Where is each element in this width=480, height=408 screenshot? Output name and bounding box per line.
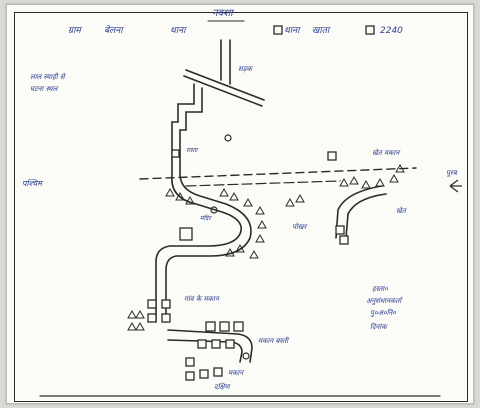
tree-marker	[185, 195, 195, 205]
tree-marker	[135, 321, 145, 331]
house-marker	[205, 321, 216, 332]
house-marker	[225, 339, 235, 349]
house-marker	[213, 367, 223, 377]
road-top-label: सड़क	[238, 65, 252, 73]
right-branch-inner	[345, 193, 387, 239]
east-mark-icon	[449, 179, 462, 193]
field-right-label: खेत	[396, 207, 406, 215]
house-marker	[185, 357, 195, 367]
pond-label: पोखर	[292, 223, 307, 231]
house-marker	[161, 299, 171, 309]
house-marker	[197, 339, 207, 349]
tree-marker	[229, 191, 239, 201]
right-field-value: खाता	[312, 26, 330, 36]
tree-marker	[375, 177, 385, 187]
temple-label: मंदिर	[200, 215, 211, 222]
legend-line-1: हस्ता०	[372, 285, 388, 293]
village-value: बेलना	[104, 26, 123, 36]
legend-line-3: पु०अ०नि०	[370, 309, 396, 317]
tree-marker	[389, 173, 399, 183]
house-marker	[233, 321, 244, 332]
map-frame	[14, 12, 468, 402]
map-sheet	[6, 4, 474, 404]
far-right-field-value: 2240	[380, 26, 403, 36]
house-marker	[365, 25, 375, 35]
house-marker	[161, 313, 171, 323]
house-marker	[339, 235, 349, 245]
tree-marker	[165, 187, 175, 197]
tree-marker	[285, 197, 295, 207]
tree-marker	[295, 193, 305, 203]
house-marker	[171, 149, 180, 158]
house-marker	[219, 321, 230, 332]
legend-line-4: दिनांक	[370, 323, 387, 331]
tree-marker	[219, 187, 229, 197]
main-road-outer	[155, 83, 242, 323]
tree-marker	[175, 191, 185, 201]
house-marker	[147, 299, 157, 309]
house-marker	[199, 369, 209, 379]
house-marker	[335, 225, 345, 235]
tree-marker	[243, 197, 253, 207]
legend-line-2: अनुसंधानकर्ता	[366, 297, 402, 305]
tree-marker	[395, 163, 405, 173]
tree-marker	[135, 309, 145, 319]
village-label: ग्राम	[68, 26, 81, 36]
right-branch-outer	[335, 185, 383, 239]
tree-marker	[257, 219, 267, 229]
road-mid-label: रास्ता	[186, 147, 198, 154]
house-marker	[211, 339, 221, 349]
tree-marker	[255, 205, 265, 215]
map-title: नक्शा	[212, 8, 233, 19]
tree-marker	[249, 249, 259, 259]
right-field-label: थाना	[284, 26, 300, 36]
tree-marker	[225, 247, 235, 257]
house-group-right-label: खेत मकान	[372, 149, 400, 157]
top-road-a	[185, 69, 265, 101]
south-label: दक्षिण	[214, 383, 230, 391]
village-center-label: गांव के मकान	[184, 295, 219, 303]
note-top-left-2: घटना स्थल	[30, 85, 58, 93]
house-marker	[327, 151, 337, 161]
tree-marker	[255, 233, 265, 243]
house-marker	[147, 313, 157, 323]
tree-marker	[361, 179, 371, 189]
tree-marker	[127, 321, 137, 331]
east-west-road-b	[185, 180, 341, 187]
bottom-house-label: मकान	[228, 369, 244, 377]
tree-marker	[349, 175, 359, 185]
west-label: पश्चिम	[22, 179, 42, 188]
well-marker	[242, 352, 250, 360]
lower-loop	[167, 329, 253, 363]
lower-houses-label: मकान बस्ती	[258, 337, 289, 345]
tree-marker	[127, 309, 137, 319]
well-marker	[224, 134, 232, 142]
main-road-inner	[165, 87, 252, 323]
note-top-left-1: लाल स्याही से	[30, 73, 65, 81]
east-label: पूरब	[446, 169, 457, 177]
east-west-road	[139, 167, 417, 180]
house-marker	[273, 25, 283, 35]
tree-marker	[339, 177, 349, 187]
mid-field-label: थाना	[170, 26, 186, 36]
top-road-b	[183, 75, 263, 107]
house-marker	[179, 227, 193, 241]
tree-marker	[235, 243, 245, 253]
house-marker	[185, 371, 195, 381]
well-marker	[210, 206, 218, 214]
